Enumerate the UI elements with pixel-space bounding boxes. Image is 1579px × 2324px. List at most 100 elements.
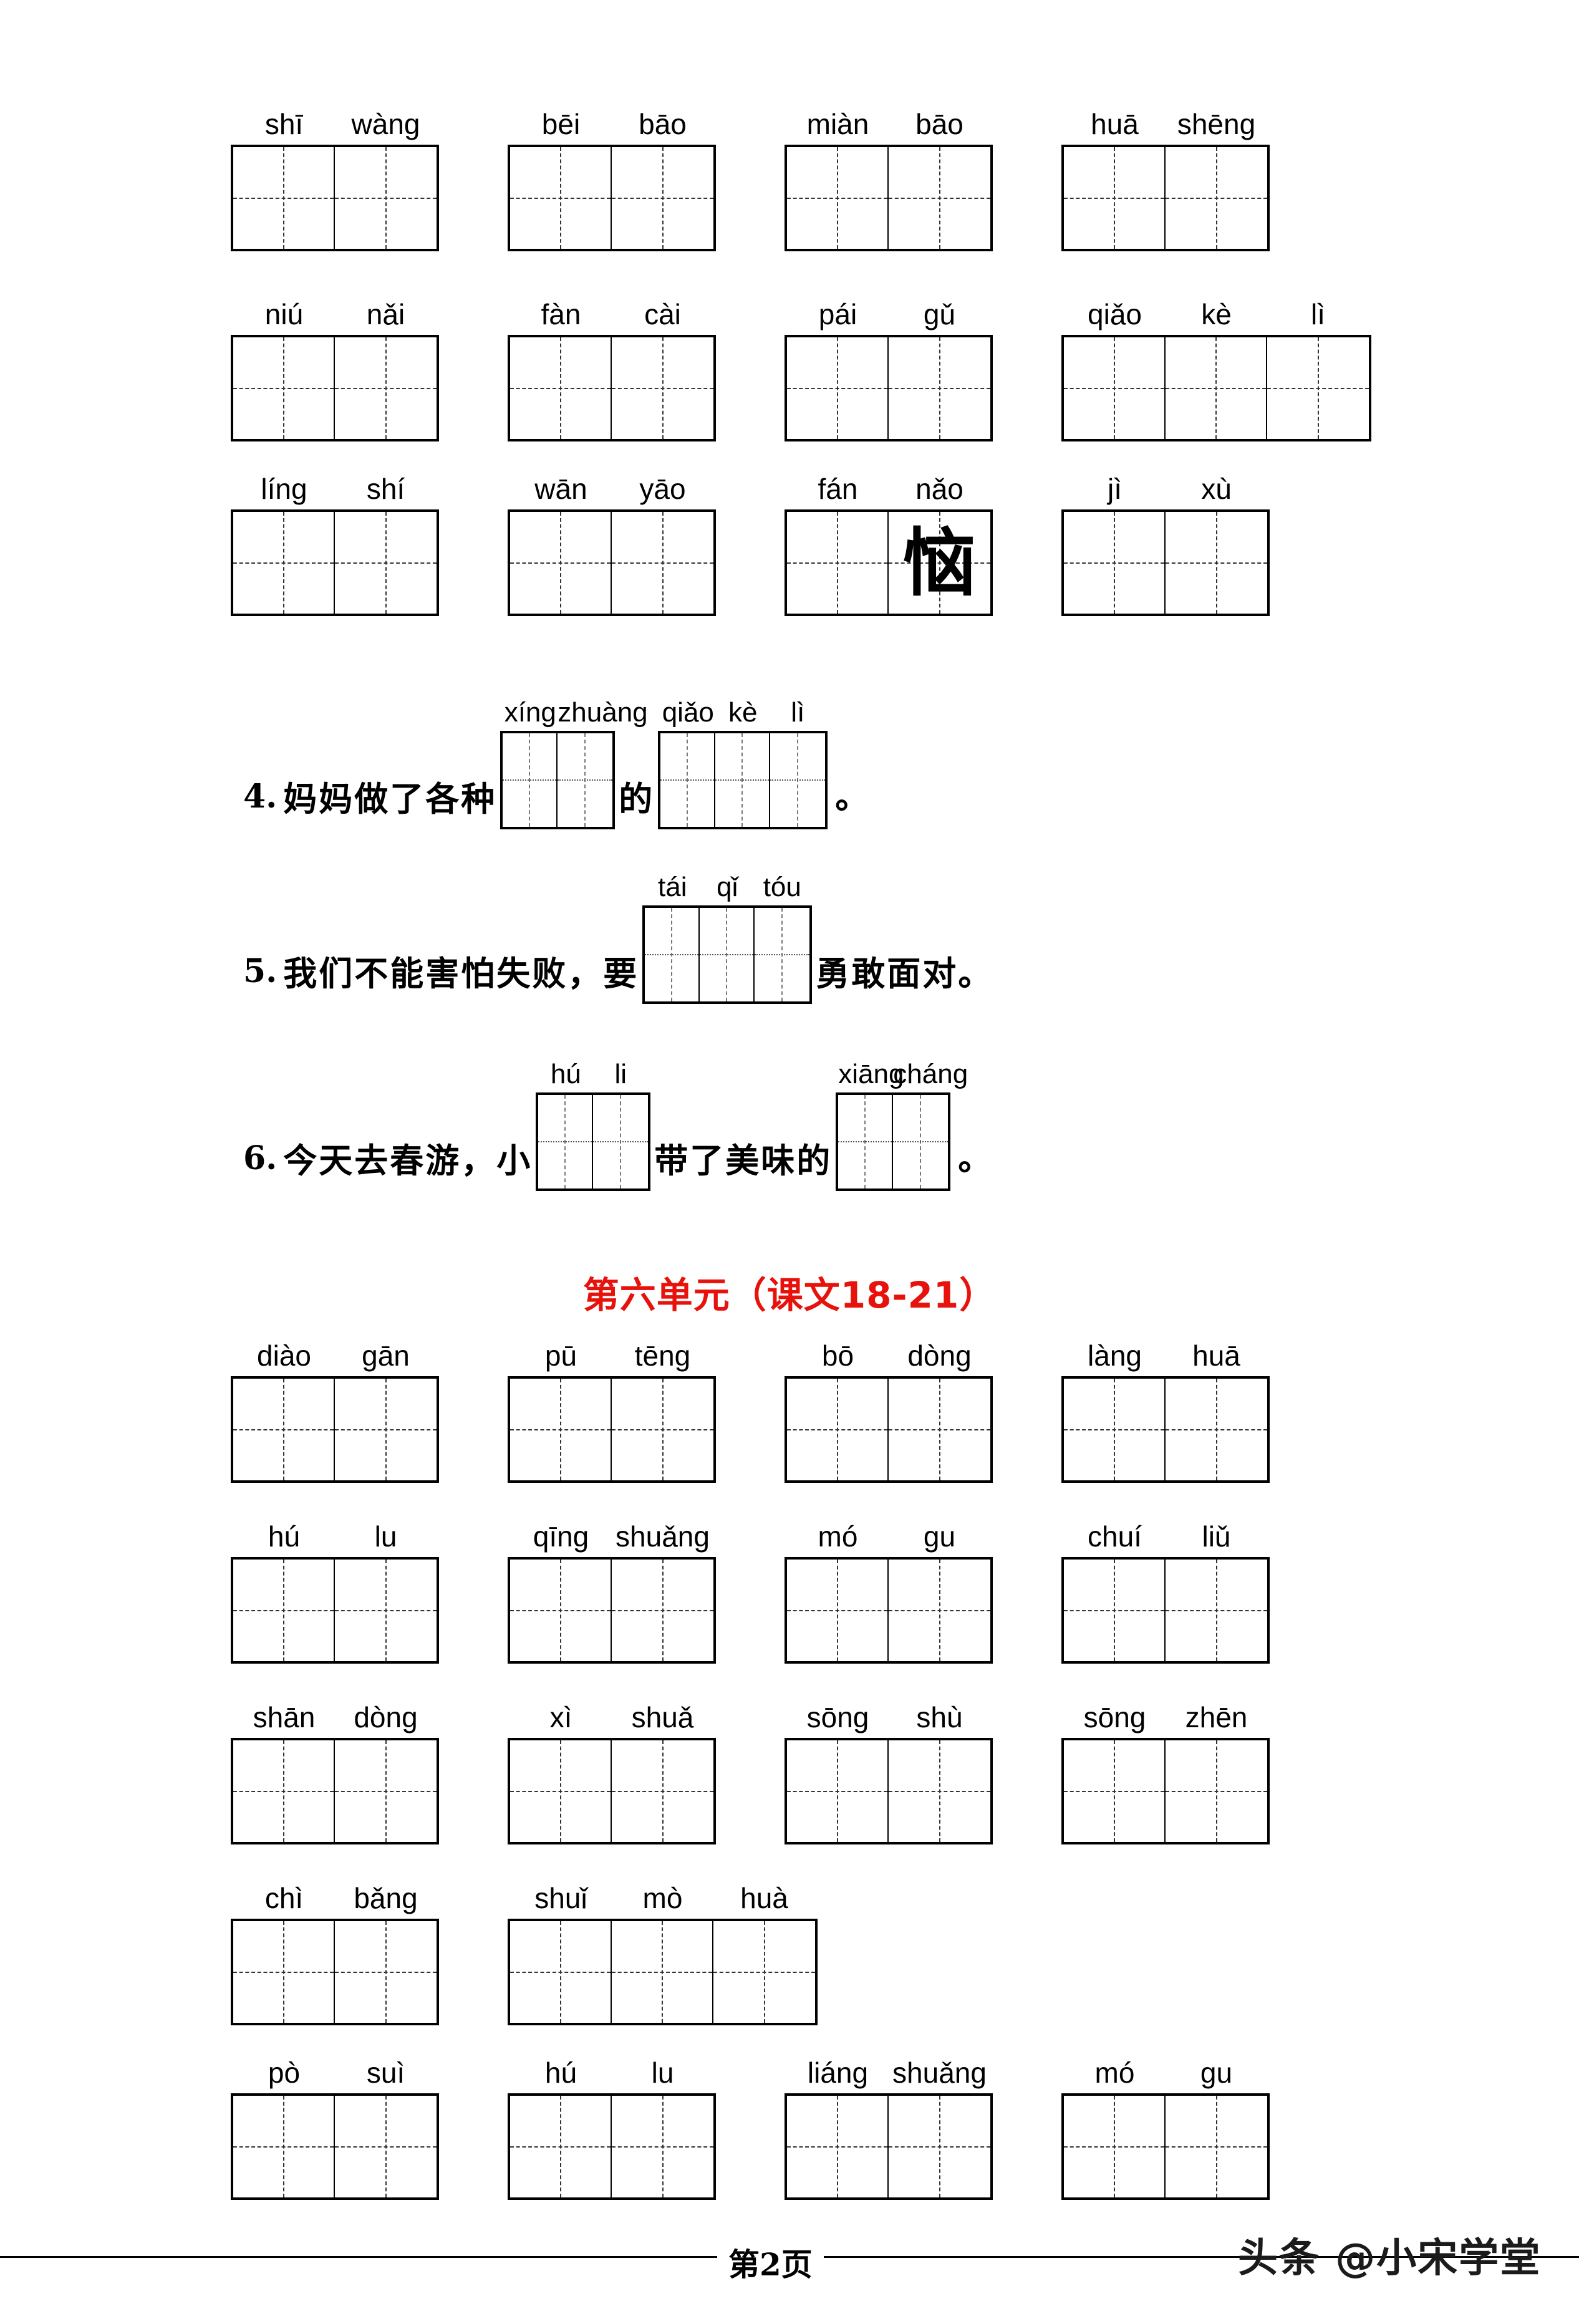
tianzige-cell[interactable] xyxy=(233,1379,335,1481)
tianzige-box[interactable] xyxy=(1061,1376,1270,1483)
tianzige-box[interactable] xyxy=(836,1092,951,1192)
tianzige-cell[interactable] xyxy=(510,337,612,440)
tianzige-cell[interactable] xyxy=(1166,1560,1267,1661)
tianzige-cell[interactable] xyxy=(612,512,713,614)
tianzige-cell[interactable] xyxy=(1267,337,1369,439)
tianzige-cell[interactable] xyxy=(510,147,612,249)
tianzige-cell[interactable] xyxy=(1064,1740,1166,1843)
tianzige-box[interactable] xyxy=(231,2093,439,2201)
tianzige-cell[interactable] xyxy=(700,908,755,1002)
tianzige-cell[interactable] xyxy=(1166,512,1267,614)
tianzige-box[interactable] xyxy=(231,1919,439,2026)
tianzige-box[interactable] xyxy=(785,335,993,442)
tianzige-box[interactable] xyxy=(231,509,439,617)
tianzige-cell[interactable] xyxy=(233,1740,335,1843)
tianzige-cell[interactable] xyxy=(713,1921,815,2023)
tianzige-cell[interactable] xyxy=(612,1921,713,2023)
tianzige-cell[interactable] xyxy=(1064,512,1166,614)
tianzige-cell[interactable] xyxy=(889,147,990,249)
tianzige-box[interactable] xyxy=(1061,509,1270,617)
tianzige-box[interactable] xyxy=(508,335,716,442)
tianzige-cell[interactable] xyxy=(787,512,889,614)
tianzige-box[interactable] xyxy=(785,1557,993,1664)
tianzige-cell[interactable] xyxy=(838,1095,894,1189)
tianzige-box[interactable] xyxy=(785,1376,993,1483)
tianzige-box[interactable] xyxy=(508,1919,818,2026)
tianzige-cell[interactable] xyxy=(889,337,990,439)
tianzige-box[interactable] xyxy=(508,509,716,617)
tianzige-cell[interactable] xyxy=(233,1921,335,2023)
tianzige-cell[interactable] xyxy=(889,1379,990,1480)
tianzige-cell[interactable] xyxy=(1064,1560,1166,1662)
tianzige-cell[interactable] xyxy=(1064,1379,1166,1481)
tianzige-cell[interactable] xyxy=(889,1740,990,1842)
tianzige-cell[interactable] xyxy=(233,512,335,614)
tianzige-box[interactable] xyxy=(508,1557,716,1664)
tianzige-cell[interactable] xyxy=(510,1740,612,1843)
tianzige-cell[interactable] xyxy=(715,733,771,827)
tianzige-box[interactable] xyxy=(231,1557,439,1664)
tianzige-cell[interactable] xyxy=(787,1740,889,1843)
tianzige-box[interactable] xyxy=(1061,335,1371,442)
tianzige-cell[interactable] xyxy=(787,2096,889,2198)
tianzige-cell[interactable] xyxy=(233,2096,335,2198)
tianzige-cell[interactable] xyxy=(233,337,335,440)
tianzige-box[interactable] xyxy=(1061,1557,1270,1664)
tianzige-cell[interactable] xyxy=(612,337,713,439)
tianzige-cell[interactable] xyxy=(787,337,889,440)
tianzige-cell[interactable] xyxy=(335,1921,437,2023)
tianzige-cell[interactable] xyxy=(233,1560,335,1662)
tianzige-box[interactable] xyxy=(642,905,813,1005)
tianzige-box[interactable] xyxy=(1061,2093,1270,2201)
tianzige-cell[interactable] xyxy=(893,1095,948,1189)
tianzige-cell[interactable] xyxy=(1166,1379,1267,1480)
tianzige-box[interactable] xyxy=(231,1376,439,1483)
tianzige-cell[interactable] xyxy=(335,147,437,249)
tianzige-cell[interactable] xyxy=(1166,1740,1267,1842)
tianzige-cell[interactable] xyxy=(510,1560,612,1662)
tianzige-cell[interactable] xyxy=(787,1560,889,1662)
tianzige-cell[interactable] xyxy=(335,2096,437,2197)
tianzige-cell[interactable] xyxy=(612,1560,713,1661)
tianzige-cell[interactable] xyxy=(1064,337,1166,440)
tianzige-cell[interactable] xyxy=(612,2096,713,2197)
tianzige-cell[interactable] xyxy=(510,512,612,614)
tianzige-cell[interactable] xyxy=(889,2096,990,2197)
tianzige-cell[interactable] xyxy=(787,147,889,249)
tianzige-box[interactable] xyxy=(1061,1738,1270,1845)
tianzige-box[interactable] xyxy=(231,145,439,252)
tianzige-cell[interactable] xyxy=(335,1740,437,1842)
tianzige-cell[interactable] xyxy=(1166,147,1267,249)
tianzige-box[interactable] xyxy=(231,1738,439,1845)
tianzige-box[interactable] xyxy=(785,145,993,252)
tianzige-cell[interactable] xyxy=(770,733,825,827)
tianzige-cell[interactable] xyxy=(1166,337,1267,440)
tianzige-cell[interactable] xyxy=(510,1379,612,1481)
tianzige-cell[interactable] xyxy=(538,1095,594,1189)
tianzige-cell[interactable] xyxy=(335,1379,437,1480)
tianzige-cell[interactable] xyxy=(510,1921,612,2023)
tianzige-cell[interactable] xyxy=(335,337,437,439)
tianzige-box[interactable] xyxy=(231,335,439,442)
tianzige-cell[interactable] xyxy=(612,1379,713,1480)
tianzige-cell[interactable] xyxy=(593,1095,648,1189)
tianzige-box[interactable] xyxy=(508,1376,716,1483)
tianzige-cell[interactable] xyxy=(1166,2096,1267,2197)
tianzige-box[interactable] xyxy=(1061,145,1270,252)
tianzige-box[interactable] xyxy=(785,1738,993,1845)
tianzige-cell[interactable] xyxy=(233,147,335,249)
tianzige-cell[interactable] xyxy=(755,908,809,1001)
tianzige-box[interactable] xyxy=(508,1738,716,1845)
tianzige-box[interactable] xyxy=(785,2093,993,2201)
tianzige-box[interactable] xyxy=(658,731,828,830)
tianzige-cell[interactable] xyxy=(335,1560,437,1661)
tianzige-box[interactable] xyxy=(508,2093,716,2201)
tianzige-cell[interactable] xyxy=(660,733,716,827)
tianzige-cell[interactable] xyxy=(612,147,713,249)
tianzige-cell[interactable] xyxy=(503,733,558,827)
tianzige-box[interactable] xyxy=(508,145,716,252)
tianzige-cell[interactable] xyxy=(510,2096,612,2198)
tianzige-box[interactable]: 恼 xyxy=(785,509,993,617)
tianzige-cell[interactable] xyxy=(1064,147,1166,249)
tianzige-cell[interactable] xyxy=(787,1379,889,1481)
